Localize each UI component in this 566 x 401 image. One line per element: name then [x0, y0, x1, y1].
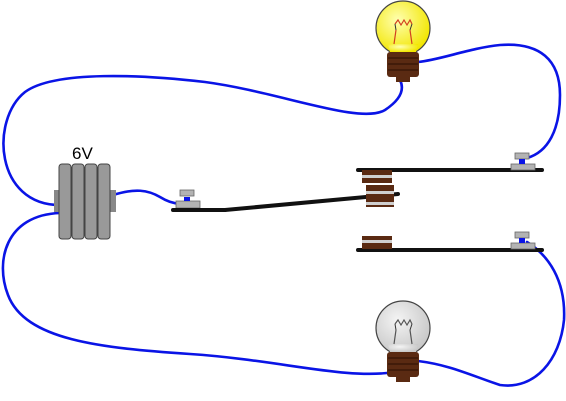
upper-terminal-cap: [514, 152, 530, 160]
battery: 6V: [54, 144, 116, 240]
lower-terminal-cap: [514, 231, 530, 239]
wire-top-bulb-to-upper-contact: [416, 43, 562, 160]
top-bulb-support: [409, 23, 413, 31]
top-bulb-neck: [388, 44, 418, 52]
top-bulb-filament: [393, 18, 413, 45]
wire-bottom-bulb-to-lower-contact: [416, 240, 566, 387]
bottom-bulb: [375, 300, 431, 382]
battery-voltage-label: 6V: [72, 144, 93, 163]
upper-terminal-screw: [519, 159, 525, 164]
switch-terminal: [175, 200, 201, 209]
battery-cell: [97, 163, 111, 240]
switch[interactable]: [171, 185, 400, 212]
lower-contact: [356, 231, 544, 252]
top-bulb: [375, 0, 431, 82]
upper-contact-block-band: [362, 175, 392, 178]
top-bulb-contact: [396, 77, 410, 82]
switch-terminal-cap: [179, 189, 195, 197]
bottom-bulb-support: [409, 323, 413, 331]
wire-battery-to-switch: [111, 189, 187, 205]
bottom-bulb-filament: [393, 318, 413, 345]
switch-lever-contact-band: [366, 191, 394, 194]
upper-contact: [356, 152, 544, 183]
battery-cell: [84, 163, 98, 240]
battery-cell: [71, 163, 85, 240]
battery-cell: [58, 163, 72, 240]
bottom-bulb-contact: [396, 377, 410, 382]
lower-contact-block-band: [362, 240, 392, 243]
switch-lever-contact: [366, 185, 394, 207]
lower-terminal: [510, 242, 536, 250]
bottom-bulb-support: [394, 323, 397, 331]
lower-terminal-screw: [519, 238, 525, 243]
switch-screw: [184, 197, 190, 201]
switch-lever-contact-band: [366, 202, 394, 205]
upper-terminal: [510, 163, 536, 171]
wire-battery-to-top-bulb: [2, 74, 404, 207]
top-bulb-support: [394, 23, 397, 31]
bottom-bulb-neck: [388, 344, 418, 352]
